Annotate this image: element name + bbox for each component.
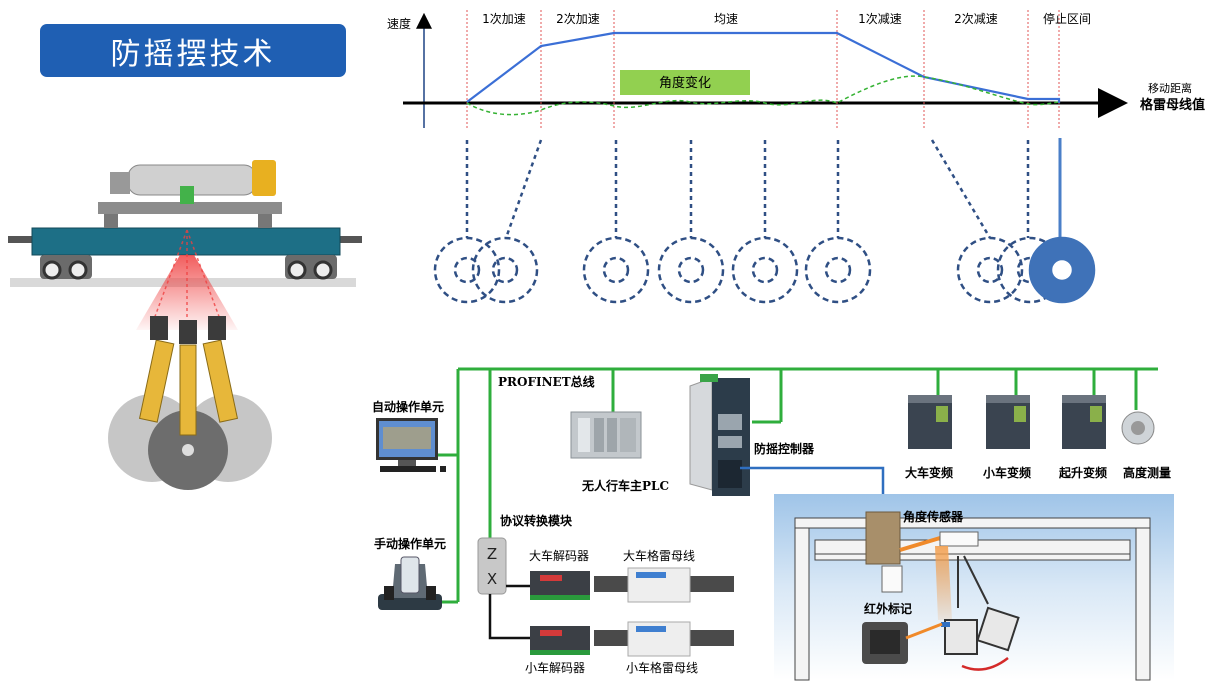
phase-label: 均速 <box>714 12 738 26</box>
speed-chart: 速度 移动距离 格雷母线值 1次加速 2次加速 均速 1次减速 2次减速 停止区… <box>387 10 1205 128</box>
page-title: 防摇摆技术 <box>40 24 346 77</box>
encoder-icon <box>1121 411 1155 445</box>
decoder-icon <box>530 571 590 600</box>
y-axis-label: 速度 <box>387 16 411 31</box>
controller-icon <box>689 374 750 496</box>
protocol-module-label: 协议转换模块 <box>500 513 573 528</box>
x-axis-label-bottom: 格雷母线值 <box>1140 97 1205 113</box>
phase-label: 停止区间 <box>1043 11 1091 26</box>
angle-curve <box>466 75 1060 116</box>
decoder-icon <box>530 626 590 655</box>
zx-module <box>477 537 507 595</box>
zx-letter: X <box>487 570 497 588</box>
auto-unit-label: 自动操作单元 <box>372 399 444 414</box>
phase-label: 2次加速 <box>556 12 600 26</box>
inverter-icon <box>1062 395 1106 449</box>
gray-line-label: 小车格雷母线 <box>626 660 698 675</box>
angle-label: 角度变化 <box>659 75 711 91</box>
bus-label: PROFINET总线 <box>498 374 595 389</box>
x-axis-label-top: 移动距离 <box>1148 81 1192 95</box>
auto-unit-icon <box>376 418 446 472</box>
angle-label-box <box>620 70 750 95</box>
plc-icon <box>570 411 642 459</box>
inverter-icon <box>908 395 952 449</box>
phase-label: 1次加速 <box>482 12 526 26</box>
controller-label: 防摇控制器 <box>754 441 815 456</box>
crane-illustration <box>8 160 362 490</box>
device-label: 高度测量 <box>1123 465 1171 480</box>
plc-label: 无人行车主PLC <box>581 478 669 493</box>
network-diagram: PROFINET总线 自动操作单元 手动操作单元 无人行 <box>372 367 1174 681</box>
decoder-label: 小车解码器 <box>525 660 585 675</box>
gray-line-icon <box>594 567 734 603</box>
speed-curve <box>466 31 1061 103</box>
gray-line-icon <box>594 621 734 657</box>
device-label: 起升变频 <box>1058 465 1107 480</box>
device-label: 小车变频 <box>983 465 1031 480</box>
ir-marker-label: 红外标记 <box>864 601 912 616</box>
manual-unit-icon <box>378 556 442 610</box>
manual-unit-label: 手动操作单元 <box>374 536 446 551</box>
device-label: 大车变频 <box>905 465 953 480</box>
phase-label: 1次减速 <box>858 12 902 26</box>
zx-letter: Z <box>487 545 497 563</box>
decoder-label: 大车解码器 <box>529 548 589 563</box>
inverter-icon <box>986 395 1030 449</box>
crane-scene <box>774 494 1174 681</box>
angle-sensor-label: 角度传感器 <box>903 509 964 524</box>
ir-marker-icon <box>862 622 908 664</box>
phase-label: 2次减速 <box>954 12 998 26</box>
sway-illustration <box>433 138 1096 304</box>
gray-line-label: 大车格雷母线 <box>623 548 695 563</box>
